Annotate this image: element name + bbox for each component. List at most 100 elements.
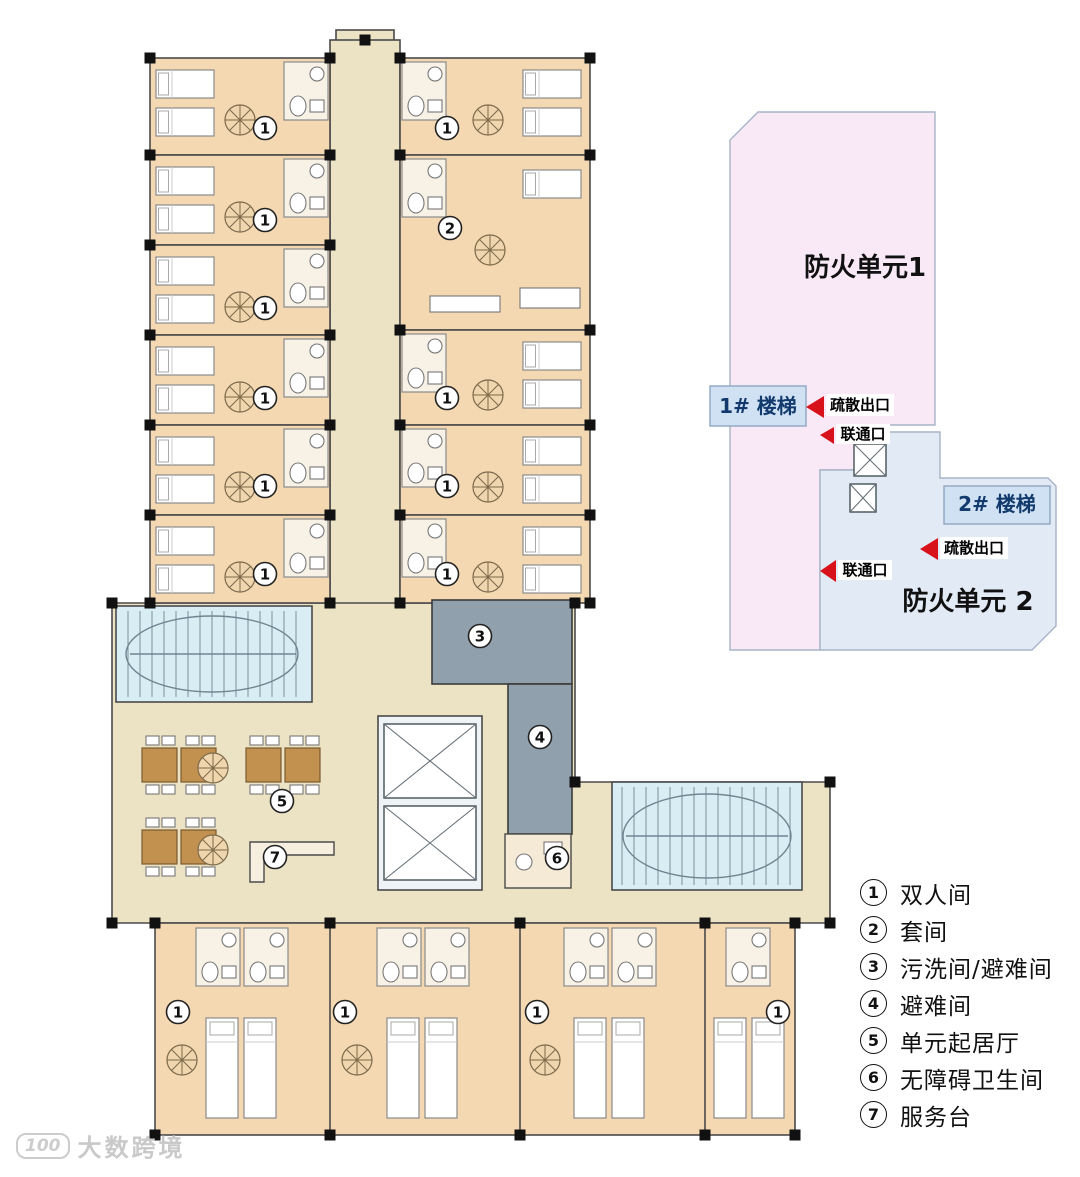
column — [324, 597, 336, 609]
column — [144, 329, 156, 341]
watermark: 100 大数跨境 — [16, 1128, 186, 1163]
legend-item: 7 服务台 — [860, 1096, 1053, 1133]
room-marker-number: 1 — [773, 1004, 783, 1022]
column — [569, 597, 581, 609]
room-marker — [527, 724, 553, 750]
exit-arrow-icon — [806, 396, 824, 418]
column — [324, 419, 336, 431]
bottom-rooms — [154, 922, 796, 1136]
structural-columns — [106, 34, 836, 1141]
diagram-elevator-icon — [849, 443, 887, 513]
room-marker-number: 6 — [552, 850, 562, 868]
room-marker-number: 1 — [260, 212, 270, 230]
room-marker-number: 1 — [260, 300, 270, 318]
stair-2-box — [943, 485, 1051, 525]
link-1-label: 联通口 — [840, 425, 885, 443]
column — [789, 1129, 801, 1141]
exit-1-label: 疏散出口 — [830, 396, 890, 414]
room-marker-number: 1 — [442, 478, 452, 496]
column — [324, 917, 336, 929]
room-marker-number: 1 — [532, 1004, 542, 1022]
room-marker-number: 1 — [260, 120, 270, 138]
legend-label: 套间 — [900, 919, 948, 946]
legend: 1 双人间 2 套间 3 污洗间/避难间 4 避难间 5 单元起居厅 6 无障碍… — [860, 874, 1053, 1133]
room-marker — [524, 999, 550, 1025]
column — [149, 917, 161, 929]
column — [584, 324, 596, 336]
legend-label: 服务台 — [900, 1104, 972, 1131]
room-marker — [332, 999, 358, 1025]
legend-number-badge: 3 — [860, 953, 887, 980]
stair-1-label: 1# 楼梯 — [719, 394, 797, 418]
column — [324, 149, 336, 161]
room-marker-number: 1 — [260, 478, 270, 496]
legend-item: 1 双人间 — [860, 874, 1053, 911]
column — [789, 917, 801, 929]
column — [144, 52, 156, 64]
room-marker — [252, 115, 278, 141]
fire-unit-2-label: 防火单元 2 — [902, 587, 1033, 617]
refuge-room — [507, 683, 573, 835]
link-2-label: 联通口 — [842, 561, 887, 579]
column — [394, 419, 406, 431]
legend-label: 污洗间/避难间 — [900, 956, 1053, 983]
room-marker — [434, 115, 460, 141]
legend-number-badge: 4 — [860, 990, 887, 1017]
room-marker — [544, 845, 570, 871]
room-marker — [269, 788, 295, 814]
column — [144, 419, 156, 431]
room-marker-number: 2 — [445, 220, 455, 238]
fire-unit-1-label: 防火单元1 — [804, 253, 926, 283]
column — [514, 1129, 526, 1141]
legend-number-badge: 6 — [860, 1064, 887, 1091]
column — [324, 1129, 336, 1141]
elevator-bank — [377, 715, 483, 891]
column — [584, 419, 596, 431]
column — [569, 776, 581, 788]
room-marker-number: 7 — [270, 849, 280, 867]
column — [584, 597, 596, 609]
legend-number-badge: 7 — [860, 1101, 887, 1128]
room-marker — [252, 207, 278, 233]
right-stairwell — [611, 781, 803, 891]
column — [584, 52, 596, 64]
column — [394, 509, 406, 521]
column — [106, 597, 118, 609]
column — [394, 324, 406, 336]
column — [824, 917, 836, 929]
room-marker — [252, 473, 278, 499]
legend-label: 单元起居厅 — [900, 1030, 1020, 1057]
watermark-logo-icon: 100 — [16, 1132, 70, 1159]
legend-label: 无障碍卫生间 — [900, 1067, 1044, 1094]
room-marker — [262, 844, 288, 870]
room-marker — [434, 473, 460, 499]
column — [394, 52, 406, 64]
column — [824, 776, 836, 788]
column — [324, 239, 336, 251]
left-stairwell — [115, 605, 313, 703]
column — [584, 149, 596, 161]
room-marker — [252, 561, 278, 587]
room-marker — [434, 385, 460, 411]
legend-number-badge: 2 — [860, 916, 887, 943]
soiled-utility-refuge-room — [431, 599, 573, 685]
exit-arrow-icon — [920, 538, 938, 560]
stair-1-box — [709, 385, 807, 427]
column — [359, 34, 371, 46]
legend-item: 2 套间 — [860, 911, 1053, 948]
column — [699, 1129, 711, 1141]
room-marker — [252, 295, 278, 321]
column — [144, 239, 156, 251]
room-marker-number: 1 — [442, 566, 452, 584]
legend-label: 避难间 — [900, 993, 972, 1020]
room-marker — [434, 561, 460, 587]
room-marker-number: 3 — [475, 628, 485, 646]
column — [149, 1129, 161, 1141]
legend-item: 4 避难间 — [860, 985, 1053, 1022]
link-arrow-icon — [820, 560, 836, 582]
column — [514, 917, 526, 929]
room-marker-number: 1 — [340, 1004, 350, 1022]
